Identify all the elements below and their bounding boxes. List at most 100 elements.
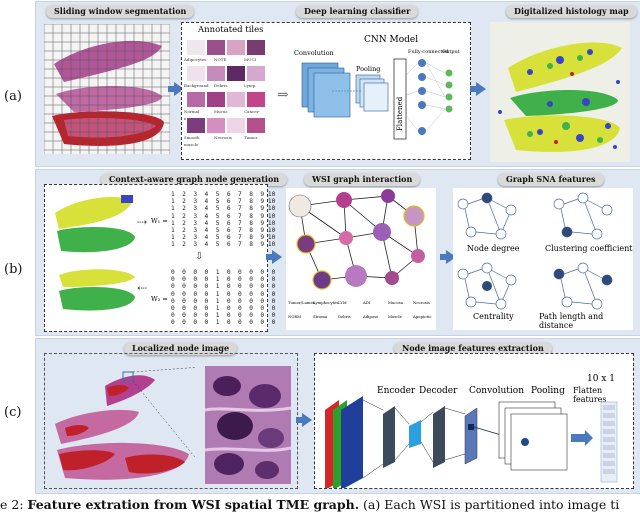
legend-item-12: Apoptotic: [413, 314, 432, 319]
tile-label-11: Necrosis: [214, 135, 232, 140]
nucleus-5: [214, 453, 244, 475]
tissue-mid: [56, 86, 163, 112]
loc-red-regions: [59, 385, 185, 474]
tiles-to-cnn-arrow: ⇒: [277, 87, 289, 103]
tile-3: [226, 39, 246, 56]
tile-label-3: MUCI: [244, 57, 257, 62]
header-histology-map: Digitalized histology map: [506, 5, 637, 18]
loc-tissue-mid: [55, 409, 139, 444]
graph-node-4: [403, 205, 425, 227]
graph-node-5: [296, 234, 316, 254]
row-label-c: (c): [4, 405, 22, 420]
tile-6: [206, 65, 226, 82]
sna-graph-3: [457, 262, 517, 310]
tile-12: [246, 91, 266, 108]
tile-10: [206, 91, 226, 108]
zoom-line-1: [132, 367, 195, 373]
conv-kernel: [468, 424, 474, 430]
map-blue-speckles: [498, 49, 620, 149]
graph-legend: Tumor/Lumen Lymphocytes LYM ADI Mucosa N…: [288, 300, 436, 330]
header-wsi-graph: WSI graph interaction: [304, 173, 421, 186]
tiles-grid: Adipocytes NOTE MUCI Background Debris L…: [184, 37, 272, 157]
graph-node-10: [345, 265, 367, 287]
dec-link-1: [420, 411, 434, 423]
graph-node-3: [381, 189, 395, 203]
legend-item-6: Necrosis: [413, 300, 430, 305]
caption-prefix: e 2:: [0, 497, 24, 512]
sna-svg: [457, 192, 613, 310]
sna-feature-3: Centrality: [473, 312, 514, 321]
wsi-graph-box: Tumor/Lumen Lymphocytes LYM ADI Mucosa N…: [286, 188, 436, 330]
histology-map-svg: [498, 42, 622, 152]
bottleneck-link-1: [394, 407, 410, 425]
convolution-block: [464, 407, 478, 465]
arrow-b2: [440, 250, 456, 264]
pool-focus-dot: [521, 438, 529, 446]
encoder-label: Encoder: [377, 386, 416, 396]
legend-item-1: Tumor/Lumen: [288, 300, 316, 305]
panel-c: Localized node image: [35, 338, 640, 494]
legend-item-3: LYM: [338, 300, 347, 305]
nucleus-6: [255, 461, 279, 479]
panel-a: Sliding window segmentation Deep learnin…: [35, 1, 640, 167]
gen-arrow-down: ⇩: [195, 251, 204, 262]
tile-label-8: Mucus: [214, 109, 228, 114]
cnn-convolution-label: Convolution: [294, 49, 334, 57]
tile-9: [186, 91, 206, 108]
features-svg: [325, 396, 618, 488]
loc-zoom-box: [122, 371, 134, 382]
tile-7: [226, 65, 246, 82]
decoder-label: Decoder: [419, 386, 458, 396]
graph-node-9: [312, 270, 332, 290]
arrow-b1: [266, 250, 282, 264]
sna-node-highlight-4: [554, 269, 564, 279]
fc-edges: [405, 62, 446, 132]
annotated-tiles-title: Annotated tiles: [198, 25, 264, 35]
gen-tissue-1: [55, 197, 133, 229]
conv-link-2: [444, 453, 466, 461]
flattened-label: Flattened: [396, 96, 404, 131]
nucleus-3: [217, 412, 253, 440]
nucleus-4: [258, 428, 284, 448]
legend-item-8: Stroma: [313, 314, 328, 319]
cnn-svg: Flattened: [301, 58, 453, 140]
caption-rest: (a) Each WSI is partitioned into image t…: [363, 497, 620, 512]
tile-label-1: Adipocytes: [184, 57, 207, 62]
cnn-title: CNN Model: [364, 35, 419, 45]
legend-item-10: Adipose: [363, 314, 379, 319]
row-label-b: (b): [4, 262, 23, 277]
nucleus-1: [213, 376, 241, 396]
bottleneck-link-2: [394, 443, 410, 461]
sna-graph-4: [553, 262, 613, 310]
header-classifier: Deep learning classifier: [296, 5, 419, 18]
gen-tissue-2: [57, 227, 135, 253]
encoder-block: [383, 406, 395, 468]
zoomed-node-image: [205, 366, 291, 484]
sna-feature-2: Clustering coefficient: [545, 244, 633, 253]
map-tissue-bottom: [504, 115, 620, 152]
enc-link-2: [362, 463, 384, 479]
arrow-a2: [470, 82, 486, 96]
node-gen-tissue-svg: [55, 195, 135, 311]
cnn-fc-label: Fully-connected: [408, 49, 449, 55]
wsi-grid-svg: [43, 23, 171, 154]
output-nodes: [445, 69, 453, 113]
caption-bold: Feature extration from WSI spatial TME g…: [27, 497, 360, 512]
legend-item-9: Debris: [338, 314, 351, 319]
flatten-features-label: Flatten features: [573, 386, 607, 404]
map-tissue-top: [508, 42, 622, 92]
tile-13: [186, 117, 206, 134]
legend-item-5: Mucosa: [388, 300, 403, 305]
figure-caption: e 2: Feature extration from WSI spatial …: [0, 494, 640, 515]
tile-label-10: Smooth muscle: [184, 135, 200, 147]
tile-8: [246, 65, 266, 82]
cnn-pooling-label: Pooling: [356, 65, 381, 73]
tile-14: [206, 117, 226, 134]
conv-layer-3: [313, 72, 351, 118]
decoder-block: [433, 406, 445, 468]
map-tissue-mid: [510, 90, 618, 116]
header-sliding-window: Sliding window segmentation: [46, 5, 195, 18]
arrow-c1: [296, 413, 312, 427]
row-label-a: (a): [4, 89, 22, 104]
header-sna-features: Graph SNA features: [498, 173, 604, 186]
